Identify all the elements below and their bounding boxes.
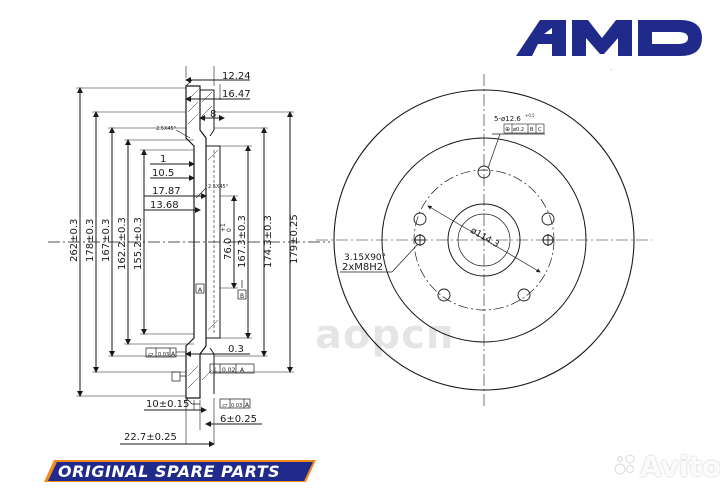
- avito-watermark: Avito: [640, 450, 720, 483]
- hole-frame-datum-b: B: [530, 127, 534, 133]
- hole-callout: 5-ø12.6: [494, 115, 521, 123]
- front-view-labels: 5-ø12.6 +0.5 ⊕ ø0.2 B C ø114.3 3.15X90° …: [342, 113, 542, 273]
- dim-22-7: 22.7±0.25: [124, 432, 177, 443]
- dim-0-3: 0.3: [228, 344, 244, 355]
- dim-76-tol-upper: +1: [220, 223, 227, 232]
- dim-262: 262±0.3: [69, 219, 80, 262]
- front-view: [316, 74, 652, 406]
- dim-167: 167±0.3: [101, 219, 112, 262]
- dim-179: 179±0.25: [289, 214, 300, 264]
- hole-frame-datum-c: C: [538, 127, 542, 133]
- chamfer-label: 3.15X90°: [344, 253, 386, 263]
- dim-16-47: 16.47: [222, 89, 251, 100]
- tol-frame-1-datum: A: [171, 351, 176, 358]
- tol-frame-2-value: 0.02: [222, 367, 236, 374]
- tol-frame-2-datum: A: [240, 367, 245, 374]
- dim-76: 76.0: [223, 238, 234, 260]
- datum-a-label: A: [198, 287, 203, 294]
- tol-frame-3-datum: A: [245, 402, 250, 409]
- tol-frame-1-symbol: ▱: [148, 350, 154, 358]
- tol-frame-3-symbol: ▱: [222, 401, 228, 409]
- dim-10-5: 10.5: [152, 168, 174, 179]
- side-view-labels: 12.24 16.47 8 1 10.5 17.87 13.68 0.3 10±…: [69, 71, 300, 443]
- dim-10-0-15: 10±0.15: [146, 399, 189, 410]
- watermark-text: аорсп: [315, 312, 455, 358]
- chamfer-label-mid: 2.5X45°: [208, 184, 229, 190]
- datum-b-label: B: [240, 293, 244, 300]
- dim-17-87: 17.87: [152, 186, 181, 197]
- dim-1: 1: [160, 154, 166, 165]
- hole-tolerance: +0.5: [525, 113, 535, 118]
- logo-text: AMD: [610, 68, 613, 71]
- hole-frame-symbol: ⊕: [505, 126, 510, 133]
- chamfer-label-top: 2.5X45°: [156, 126, 177, 132]
- hole-frame-value: ø0.2: [513, 127, 524, 133]
- slogan-text: ORIGINAL SPARE PARTS: [58, 462, 280, 481]
- dim-178: 178±0.3: [85, 219, 96, 262]
- slogan-bar: ORIGINAL SPARE PARTS: [44, 460, 316, 482]
- avito-dots-icon: [614, 454, 635, 475]
- dim-155-2: 155.2±0.3: [133, 217, 144, 270]
- dim-6-0-25: 6±0.25: [220, 414, 257, 425]
- tol-frame-1-value: 0.03: [158, 352, 169, 358]
- tol-frame-3-value: 0.03: [231, 403, 242, 409]
- dim-174-3: 174.3±0.3: [263, 215, 274, 268]
- dim-13-68: 13.68: [150, 200, 179, 211]
- dim-12-24: 12.24: [222, 71, 251, 82]
- thread-label: 2xM8H2: [342, 262, 383, 273]
- dim-167-3: 167.3±0.3: [237, 215, 248, 268]
- dim-8: 8: [210, 109, 216, 120]
- amd-logo: AMD: [516, 20, 702, 71]
- pcd-label: ø114.3: [469, 226, 501, 250]
- tol-frame-2-symbol: ⊥: [212, 366, 218, 374]
- dim-76-tol-lower: 0: [226, 228, 233, 232]
- side-section-view: [48, 66, 330, 447]
- dim-162-2: 162.2±0.3: [117, 217, 128, 270]
